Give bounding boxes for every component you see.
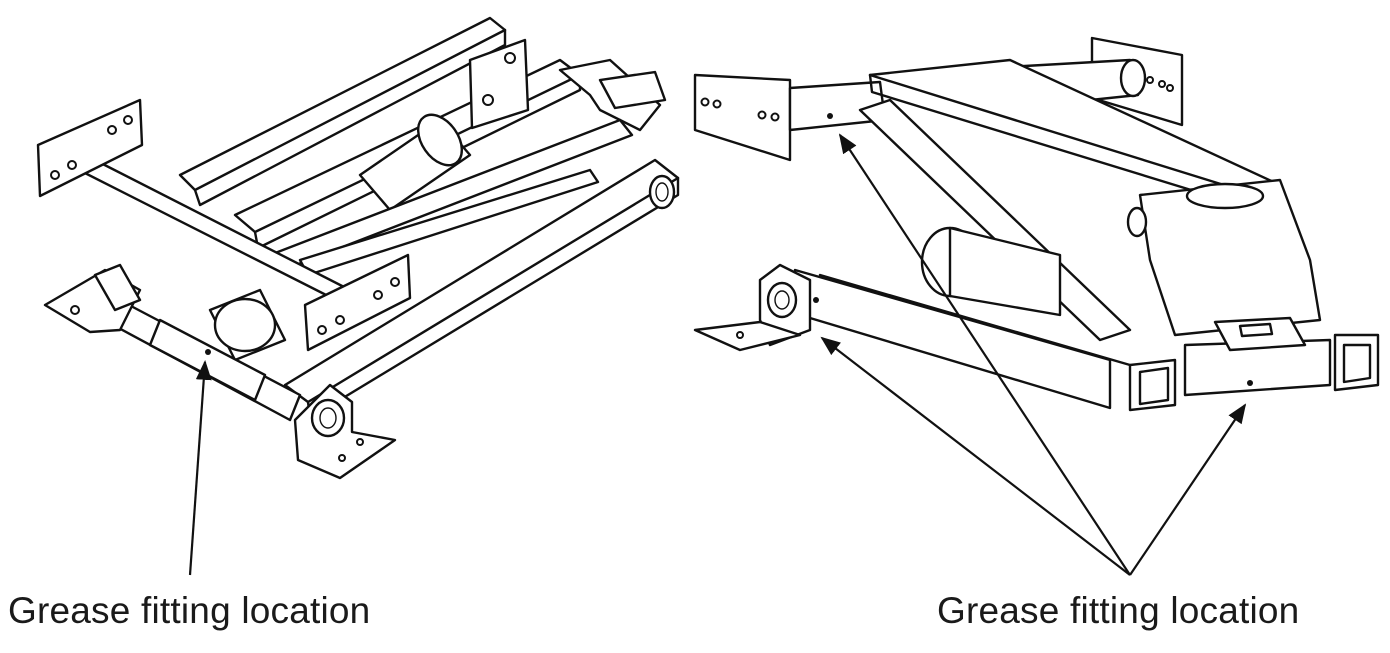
- left-frame-assembly: [36, 16, 680, 576]
- grease-fitting-label-left: Grease fitting location: [8, 590, 371, 631]
- grease-fitting-label-right: Grease fitting location: [937, 590, 1300, 631]
- right-frame-assembly: [693, 36, 1380, 576]
